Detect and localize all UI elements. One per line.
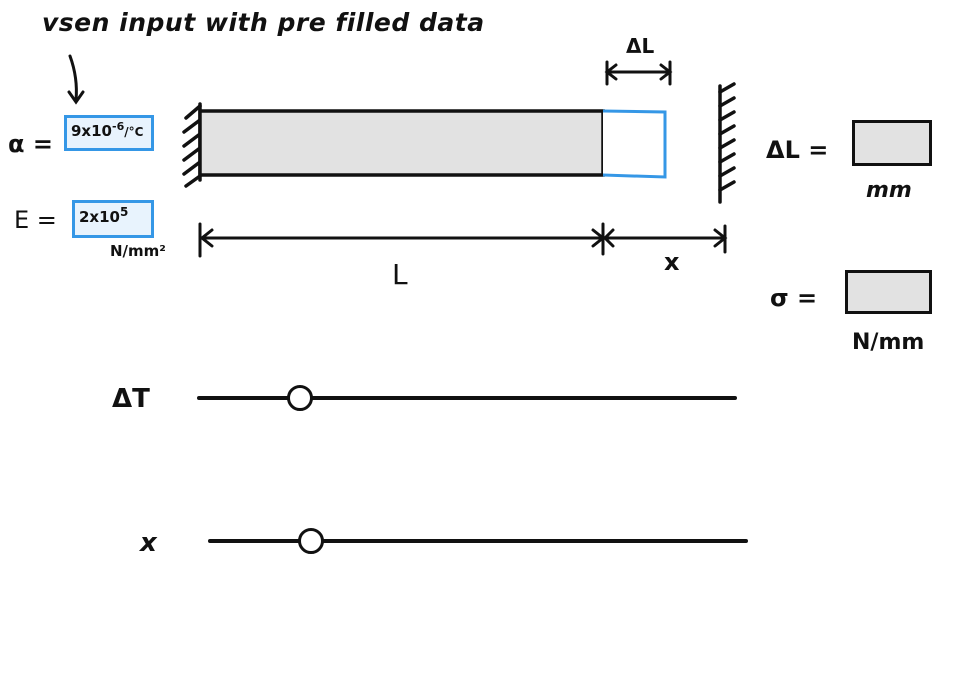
left-wall xyxy=(182,102,202,188)
stress-output-label: σ = xyxy=(770,284,818,312)
delta-L-dimension xyxy=(604,60,673,86)
slider-x-thumb[interactable] xyxy=(297,528,324,554)
gap-label: x xyxy=(664,248,680,276)
length-dimension xyxy=(198,222,606,258)
alpha-unit: /°C xyxy=(124,125,144,139)
annotation-note: vsen input with pre filled data xyxy=(42,8,485,37)
slider-deltaT-label: ΔT xyxy=(112,384,150,414)
delta-L-unit: mm xyxy=(866,178,912,203)
length-label: L xyxy=(392,258,408,291)
delta-L-output-label: ΔL = xyxy=(766,136,829,164)
alpha-exponent: -6 xyxy=(112,120,125,133)
gap-dimension xyxy=(601,224,728,254)
delta-L-output xyxy=(852,120,932,166)
stress-unit: N/mm xyxy=(852,330,925,355)
bar-extension xyxy=(602,109,667,179)
E-exponent: 5 xyxy=(120,205,129,219)
delta-L-dim-label: ΔL xyxy=(626,34,655,58)
annotation-arrow xyxy=(67,54,85,105)
E-input[interactable]: 2x105 xyxy=(72,200,154,238)
alpha-value: 9x10 xyxy=(71,122,112,140)
right-wall xyxy=(718,82,736,204)
E-label: E = xyxy=(14,206,57,234)
E-unit: N/mm² xyxy=(110,242,166,260)
slider-deltaT-thumb[interactable] xyxy=(286,385,313,411)
stress-output xyxy=(845,270,932,314)
slider-x-track[interactable] xyxy=(208,539,748,543)
alpha-input[interactable]: 9x10-6/°C xyxy=(64,115,154,151)
slider-x-label: x xyxy=(140,528,157,558)
slider-deltaT-track[interactable] xyxy=(197,396,737,400)
bar xyxy=(198,109,605,177)
E-value: 2x10 xyxy=(79,208,120,226)
alpha-label: α = xyxy=(8,130,53,158)
